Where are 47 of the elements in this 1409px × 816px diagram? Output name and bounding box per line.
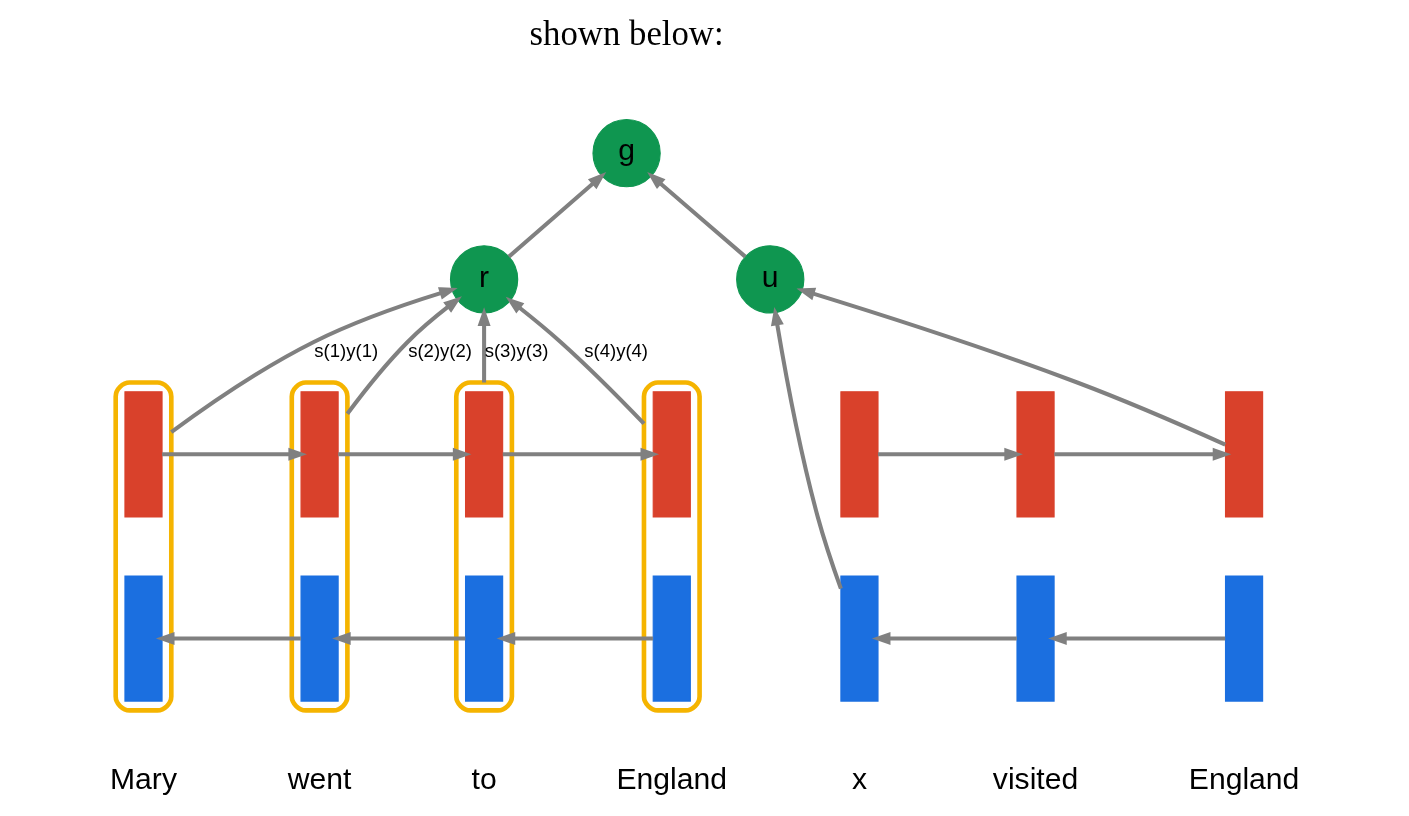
arrow (871, 632, 1017, 646)
node-bar (124, 575, 163, 702)
node-bar (1016, 575, 1055, 702)
node-bar (1224, 391, 1264, 518)
edge-label: s(1)y(1) (314, 339, 379, 361)
node-bar (300, 391, 339, 518)
arrow (505, 296, 646, 426)
arrow (345, 296, 462, 415)
edge-label: s(3)y(3) (484, 339, 549, 361)
arrow (502, 447, 660, 461)
node-bar (465, 391, 504, 518)
arrow (1054, 447, 1232, 461)
arrow (477, 307, 491, 383)
label: Mary (110, 761, 177, 795)
node-circle: r (449, 245, 519, 314)
arrow (162, 447, 307, 461)
node-bar (300, 575, 339, 702)
node-circle: g (592, 118, 661, 188)
label: went (287, 761, 352, 795)
arrow (878, 447, 1023, 461)
label: x (851, 761, 867, 795)
label: England (616, 761, 728, 795)
label: England (1188, 761, 1300, 795)
arrow (1048, 632, 1226, 646)
arrow (496, 632, 653, 646)
node-bar (652, 575, 691, 702)
label: to (471, 761, 497, 795)
node-bar (1016, 391, 1055, 518)
node-bar (124, 391, 163, 518)
arrow (770, 306, 843, 590)
arrow (332, 632, 466, 646)
edge-label: s(4)y(4) (584, 339, 649, 361)
arrow (796, 287, 1227, 447)
arrow (338, 447, 472, 461)
node-bar (1224, 575, 1264, 702)
arrow (170, 287, 458, 434)
label: shown below: (529, 14, 724, 54)
node-bar (840, 575, 879, 702)
node-bar (840, 391, 879, 518)
node-bar (465, 575, 504, 702)
arrow (647, 172, 747, 259)
arrow (155, 632, 301, 646)
node-circle: u (736, 245, 805, 314)
edge-label: s(2)y(2) (408, 339, 472, 361)
node-bar (652, 391, 691, 518)
arrow (507, 172, 607, 259)
label: visited (992, 761, 1079, 795)
